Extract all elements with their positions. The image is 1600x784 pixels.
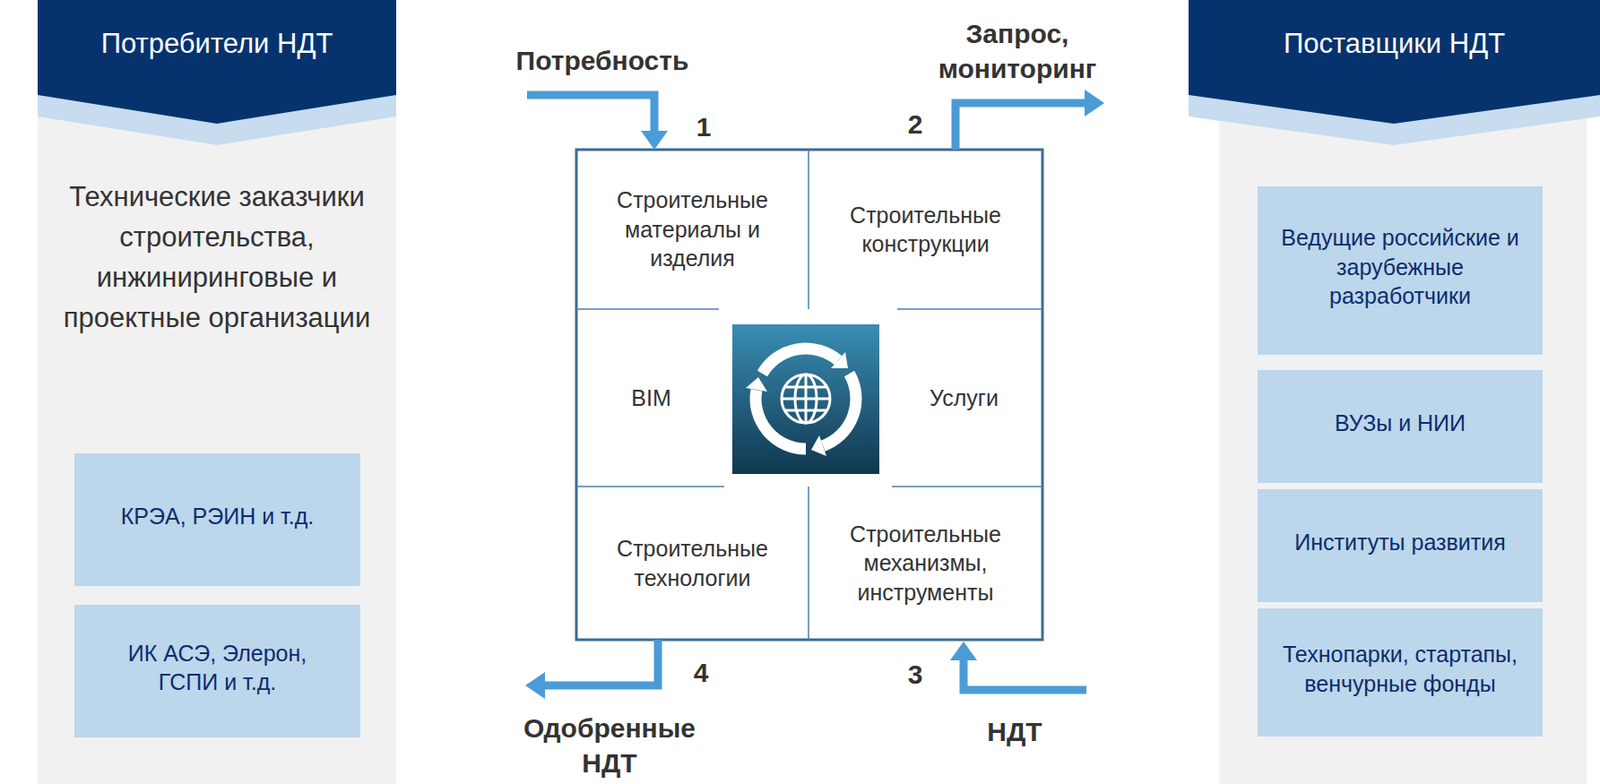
- supplier-panel: Поставщики НДТ Ведущие российские и заруб…: [1188, 0, 1600, 784]
- box-label: Технопарки, стартапы, венчурные фонды: [1270, 625, 1531, 721]
- cell-label: Строительные конструкции: [822, 200, 1029, 260]
- category-cell: BIM: [576, 309, 727, 487]
- flow-label: НДТ: [942, 714, 1087, 750]
- header-band: [1188, 0, 1600, 124]
- cell-label: BIM: [631, 383, 671, 414]
- callout-number: 1: [685, 109, 722, 145]
- panel-heading: Поставщики НДТ: [1188, 0, 1600, 96]
- cell-label: Строительные механизмы, инструменты: [822, 519, 1029, 608]
- callout-number: 2: [897, 106, 934, 142]
- matrix-grid: [576, 149, 1043, 640]
- callout-number: 4: [683, 655, 719, 691]
- box-label: Ведущие российские и зарубежные разработ…: [1270, 223, 1531, 319]
- supplier-box: Технопарки, стартапы, венчурные фонды: [1257, 608, 1543, 737]
- header-shadow: [1188, 0, 1600, 146]
- cell-label: Строительные материалы и изделия: [590, 185, 795, 274]
- category-cell: Строительные технологии: [576, 486, 809, 640]
- header-shadow: [37, 0, 397, 146]
- cell-label: Строительные технологии: [590, 534, 795, 593]
- cell-label: Услуги: [929, 383, 999, 414]
- panel-body-text: Технические заказчики строительства, инж…: [37, 177, 397, 339]
- category-cell: Строительные механизмы, инструменты: [808, 486, 1043, 640]
- supplier-box: Ведущие российские и зарубежные разработ…: [1257, 186, 1543, 355]
- box-label: ИК АСЭ, Элерон, ГСПИ и т.д.: [86, 623, 348, 719]
- supplier-box: Институты развития: [1257, 489, 1543, 603]
- box-label: КРЭА, РЭИН и т.д.: [112, 472, 323, 568]
- category-cell: Строительные конструкции: [808, 149, 1043, 310]
- category-cell: Услуги: [885, 309, 1043, 487]
- panel-ground: [37, 0, 397, 784]
- flow-label: Запрос, мониторинг: [923, 16, 1112, 87]
- flow-label: Потребность: [485, 43, 719, 78]
- box-label: Институты развития: [1285, 498, 1514, 594]
- box-label: ВУЗы и НИИ: [1325, 379, 1475, 475]
- matrix-frame: [576, 149, 1043, 640]
- flow-label: Одобренные НДТ: [497, 710, 722, 781]
- example-box: КРЭА, РЭИН и т.д.: [74, 453, 361, 587]
- panel-heading: Потребители НДТ: [37, 0, 397, 96]
- category-cell: Строительные материалы и изделия: [576, 149, 809, 310]
- supplier-box: ВУЗы и НИИ: [1257, 370, 1543, 484]
- flow-arrows: [525, 89, 1105, 700]
- callout-number: 3: [897, 657, 934, 692]
- recycle-icon: [732, 324, 880, 475]
- consumer-panel: Потребители НДТ Технические заказчики стр…: [37, 0, 397, 784]
- example-box: ИК АСЭ, Элерон, ГСПИ и т.д.: [74, 605, 361, 738]
- header-band: [37, 0, 397, 124]
